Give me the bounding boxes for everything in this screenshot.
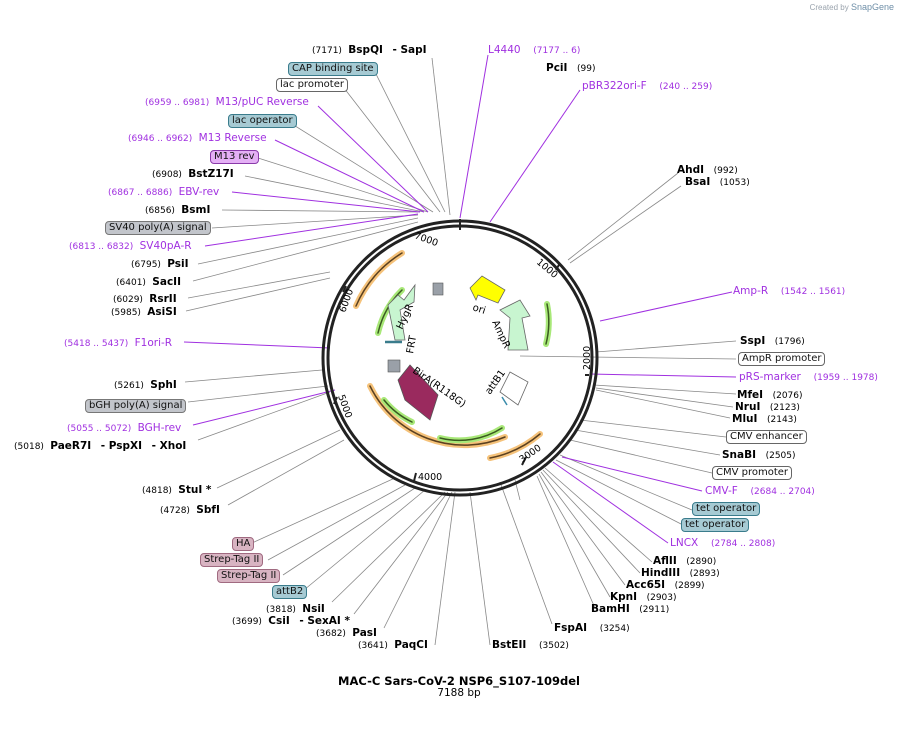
site-bstz17i: (6908) BstZ17I (152, 168, 234, 180)
site-stui: (4818) StuI * (142, 484, 212, 496)
site-bamhi: BamHI (2911) (591, 603, 670, 615)
connector-lines (184, 57, 737, 646)
primer-m13puc-reverse: (6959 .. 6981) M13/pUC Reverse (145, 96, 309, 108)
site-pcii: PciI (99) (546, 62, 596, 74)
primer-lines (183, 54, 737, 544)
feature-cap-binding-site: CAP binding site (288, 62, 378, 76)
site-asisi: (5985) AsiSI (111, 306, 177, 318)
feature-cmv-promoter: CMV promoter (712, 466, 793, 480)
site-bspqi: (7171) BspQI - SapI (312, 44, 427, 56)
feature-lac-operator: lac operator (228, 114, 297, 128)
primer-bgh-rev: (5055 .. 5072) BGH-rev (67, 422, 182, 434)
site-paqci: (3641) PaqCI (358, 639, 428, 651)
site-ahdi: AhdI (992) (677, 164, 738, 176)
site-fspai: FspAI (3254) (554, 622, 630, 634)
feature-strep-tag-2: Strep-Tag II (217, 569, 281, 583)
site-sphi: (5261) SphI (114, 379, 177, 391)
feature-bgh-polya: bGH poly(A) signal (85, 399, 187, 413)
primer-amp-r: Amp-R (1542 .. 1561) (733, 285, 846, 297)
svg-text:7000: 7000 (413, 230, 439, 249)
site-hindiii: HindIII (2893) (641, 567, 720, 579)
site-mlui: MluI (2143) (732, 413, 797, 425)
primer-sv40pa-r: (6813 .. 6832) SV40pA-R (69, 240, 192, 252)
primer-lncx: LNCX (2784 .. 2808) (670, 537, 776, 549)
feature-ampr-label: AmpR (489, 319, 512, 351)
site-mfei: MfeI (2076) (737, 389, 803, 401)
site-bsai: BsaI (1053) (685, 176, 750, 188)
site-sacii: (6401) SacII (116, 276, 181, 288)
site-nsii: (3818) NsiI (266, 603, 325, 615)
primer-f1ori-r: (5418 .. 5437) F1ori-R (64, 337, 173, 349)
feature-attb2: attB2 (272, 585, 308, 599)
svg-text:2000: 2000 (582, 346, 593, 370)
feature-strep-tag-1: Strep-Tag II (200, 553, 264, 567)
primer-cmv-f: CMV-F (2684 .. 2704) (705, 485, 815, 497)
snapgene-credit: Created by SnapGene (809, 2, 894, 12)
site-acc65i: Acc65I (2899) (626, 579, 705, 591)
primer-prs-marker: pRS-marker (1959 .. 1978) (739, 371, 878, 383)
primer-pbr322ori-f: pBR322ori-F (240 .. 259) (582, 80, 713, 92)
site-aflii: AflII (2890) (653, 555, 717, 567)
feature-tet-operator-2: tet operator (681, 518, 750, 532)
plasmid-name: MAC-C Sars-CoV-2 NSP6_S107-109del (338, 674, 580, 688)
svg-text:4000: 4000 (418, 472, 442, 483)
feature-sv40-polya: SV40 poly(A) signal (105, 221, 211, 235)
site-snabi: SnaBI (2505) (722, 449, 796, 461)
site-pasi: (3682) PasI (316, 627, 377, 639)
feature-ha: HA (232, 537, 255, 551)
primer-l4440: L4440 (7177 .. 6) (488, 44, 581, 56)
site-kpni: KpnI (2903) (610, 591, 677, 603)
primer-ebv-rev: (6867 .. 6886) EBV-rev (108, 186, 220, 198)
site-csii: (3699) CsiI - SexAI * (232, 615, 350, 627)
feature-frt-label: FRT (405, 334, 419, 355)
feature-lac-promoter: lac promoter (276, 78, 348, 92)
feature-tet-operator-1: tet operator (692, 502, 761, 516)
feature-ampr-promoter: AmpR promoter (738, 352, 826, 366)
feature-cmv-enhancer: CMV enhancer (726, 430, 807, 444)
site-sspi: SspI (1796) (740, 335, 805, 347)
primer-m13-reverse: (6946 .. 6962) M13 Reverse (128, 132, 267, 144)
plasmid-length: 7188 bp (437, 687, 481, 699)
site-rsrii: (6029) RsrII (113, 293, 177, 305)
site-psii: (6795) PsiI (131, 258, 189, 270)
site-nrui: NruI (2123) (735, 401, 800, 413)
site-bsteii: BstEII (3502) (492, 639, 569, 651)
site-paer7i: (5018) PaeR7I - PspXI - XhoI (14, 440, 187, 452)
site-sbfi: (4728) SbfI (160, 504, 220, 516)
feature-m13-rev: M13 rev (210, 150, 259, 164)
site-bsmi: (6856) BsmI (145, 204, 211, 216)
feature-ori-label: ori (471, 302, 487, 316)
